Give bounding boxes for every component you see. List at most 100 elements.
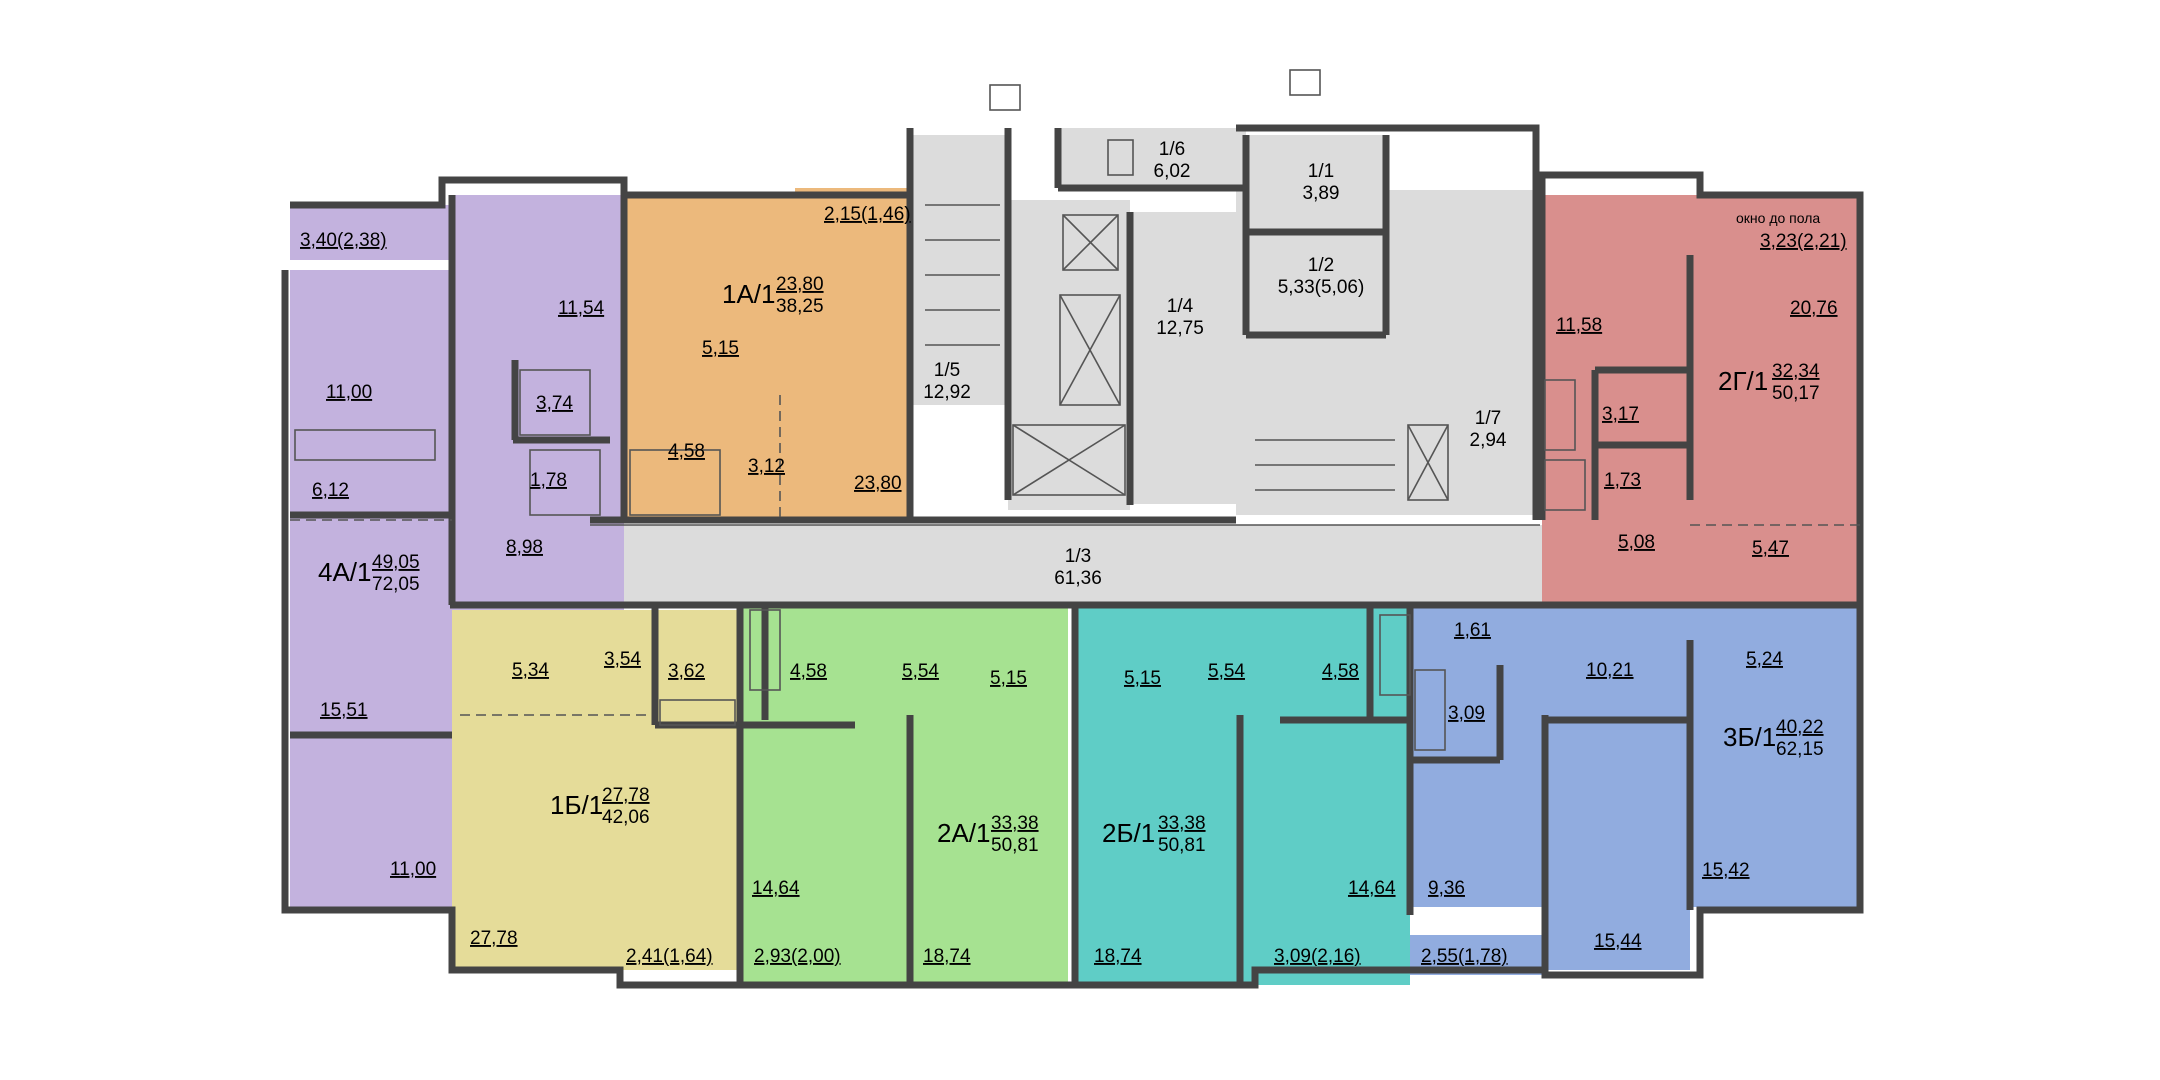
room-area: окно до пола <box>1736 210 1820 226</box>
apt-label-2b: 2Б/1 <box>1102 818 1155 848</box>
room-area: 1,73 <box>1604 470 1641 491</box>
apartment-1b <box>452 610 740 970</box>
common-id: 1/4 <box>1167 296 1194 317</box>
room-area: 11,00 <box>390 859 436 880</box>
room-area: 2,93(2,00) <box>754 946 841 967</box>
apt-label-1a: 1А/1 <box>722 279 776 309</box>
room-area: 4,58 <box>668 441 705 462</box>
apt-total-2g: 50,17 <box>1772 383 1820 404</box>
common-area: 6,02 <box>1154 161 1191 182</box>
room-area: 18,74 <box>1094 946 1142 967</box>
room-area: 11,00 <box>326 382 372 403</box>
room-area: 3,23(2,21) <box>1760 231 1847 252</box>
apartment-1a <box>624 188 910 520</box>
common-id: 1/7 <box>1475 408 1501 429</box>
room-area: 15,51 <box>320 700 368 721</box>
room-area: 11,58 <box>1556 315 1602 336</box>
apt-total-1a: 38,25 <box>776 296 824 317</box>
room-area: 14,64 <box>752 878 800 899</box>
common-id: 1/2 <box>1308 255 1334 276</box>
apt-living-4a: 49,05 <box>372 552 420 573</box>
common-area: 5,33(5,06) <box>1278 277 1365 298</box>
room-area: 8,98 <box>506 537 543 558</box>
apt-living-2g: 32,34 <box>1772 361 1820 382</box>
apt-total-2b: 50,81 <box>1158 835 1206 856</box>
room-area: 5,15 <box>990 668 1027 689</box>
room-area: 3,09(2,16) <box>1274 946 1361 967</box>
room-area: 3,54 <box>604 649 641 670</box>
apt-label-2g: 2Г/1 <box>1718 366 1768 396</box>
apt-label-4a: 4А/1 <box>318 557 372 587</box>
room-area: 14,64 <box>1348 878 1396 899</box>
room-area: 3,62 <box>668 661 705 682</box>
room-area: 5,47 <box>1752 538 1789 559</box>
apartment-labels: 4А/1 49,05 72,05 1А/1 23,80 38,25 1Б/1 2… <box>318 274 1824 856</box>
room-area: 3,09 <box>1448 703 1485 724</box>
apt-total-1b: 42,06 <box>602 807 650 828</box>
room-labels: 3,40(2,38) 11,00 6,12 15,51 11,00 11,54 … <box>300 204 1847 967</box>
room-1-7 <box>1458 378 1508 503</box>
common-area: 61,36 <box>1054 568 1102 589</box>
room-area: 3,40(2,38) <box>300 230 387 251</box>
room-area: 1,61 <box>1454 620 1491 641</box>
room-1-6 <box>1058 128 1246 188</box>
apt-living-3b: 40,22 <box>1776 717 1824 738</box>
apartment-4a <box>290 195 624 910</box>
room-area: 20,76 <box>1790 298 1838 319</box>
common-id: 1/5 <box>934 360 960 381</box>
room-area: 2,41(1,64) <box>626 946 713 967</box>
fixtures <box>290 69 1860 751</box>
apt-living-1b: 27,78 <box>602 785 650 806</box>
room-area: 5,24 <box>1746 649 1783 670</box>
common-area: 12,75 <box>1156 318 1204 339</box>
room-1-1 <box>1246 135 1386 230</box>
common-area: 2,94 <box>1470 430 1507 451</box>
apt-living-2a: 33,38 <box>991 813 1039 834</box>
common-id: 1/1 <box>1308 161 1334 182</box>
apartment-2b <box>1075 607 1415 985</box>
apartment-2a <box>740 607 1068 985</box>
apt-total-3b: 62,15 <box>1776 739 1824 760</box>
apt-label-2a: 2А/1 <box>937 818 991 848</box>
stair-hall-1-4 <box>1130 212 1236 504</box>
common-labels: 1/6 6,02 1/1 3,89 1/2 5,33(5,06) 1/4 12,… <box>923 139 1507 589</box>
common-id: 1/6 <box>1159 139 1185 160</box>
common-area: 3,89 <box>1303 183 1340 204</box>
common-id: 1/3 <box>1065 546 1091 567</box>
room-area: 5,54 <box>1208 661 1245 682</box>
lift-shaft <box>1008 200 1130 410</box>
walls <box>281 124 1864 989</box>
room-area: 5,08 <box>1618 532 1655 553</box>
common-area: 12,92 <box>923 382 971 403</box>
room-area: 5,15 <box>702 338 739 359</box>
apt-total-4a: 72,05 <box>372 574 420 595</box>
room-area: 3,17 <box>1602 404 1639 425</box>
room-area: 2,55(1,78) <box>1421 946 1508 967</box>
room-area: 15,42 <box>1702 860 1750 881</box>
room-area: 11,54 <box>558 298 605 319</box>
room-area: 1,78 <box>530 470 567 491</box>
common-areas <box>592 128 1562 607</box>
room-area: 4,58 <box>790 661 827 682</box>
staircase-1-5 <box>913 135 1008 405</box>
room-area: 10,21 <box>1586 660 1634 681</box>
apt-total-2a: 50,81 <box>991 835 1039 856</box>
room-area: 27,78 <box>470 928 518 949</box>
apt-living-1a: 23,80 <box>776 274 824 295</box>
apt-living-2b: 33,38 <box>1158 813 1206 834</box>
room-area: 6,12 <box>312 480 349 501</box>
apt-label-3b: 3Б/1 <box>1723 722 1776 752</box>
room-area: 3,12 <box>748 456 785 477</box>
room-area: 5,15 <box>1124 668 1161 689</box>
room-area: 18,74 <box>923 946 971 967</box>
room-area: 3,74 <box>536 393 573 414</box>
apt-label-1b: 1Б/1 <box>550 790 603 820</box>
corridor-1-3 <box>592 525 1562 607</box>
room-area: 9,36 <box>1428 878 1465 899</box>
room-1-2 <box>1246 240 1386 332</box>
room-area: 23,80 <box>854 473 902 494</box>
room-area: 5,54 <box>902 661 939 682</box>
room-area: 15,44 <box>1594 931 1642 952</box>
room-area: 5,34 <box>512 660 549 681</box>
